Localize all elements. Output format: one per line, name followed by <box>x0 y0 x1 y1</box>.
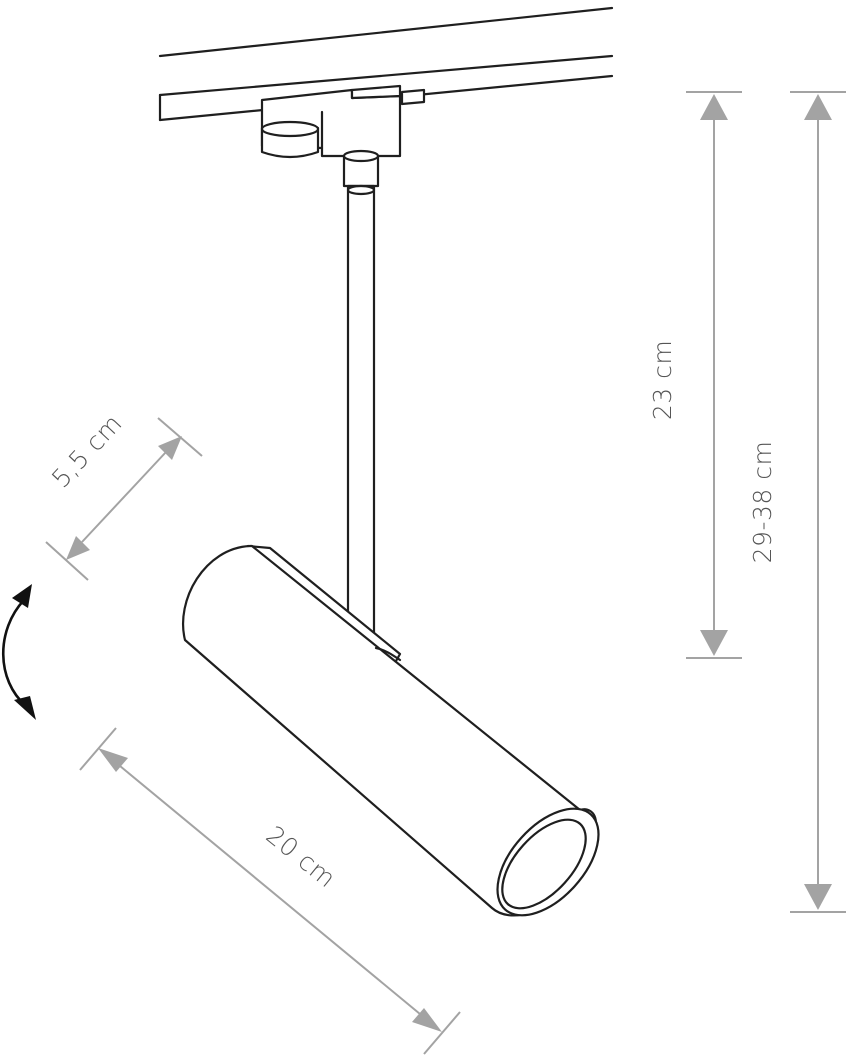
rotation-arrow-top <box>12 584 32 608</box>
dim-len-label: 20 cm <box>261 820 342 893</box>
dim-len-tick-top <box>79 727 117 771</box>
dim-dia-label: 5,5 cm <box>46 409 128 494</box>
dim-dia-arrow-bottom <box>66 536 90 560</box>
rail-front-top-edge <box>158 54 614 97</box>
dim-len-arrow-top <box>98 748 128 772</box>
dim-len-tick-bottom <box>423 1011 461 1055</box>
dim-total-arrow-top <box>804 94 832 120</box>
dimension-stem-height: 23 cm <box>648 91 742 659</box>
dim-len-arrow-bottom <box>412 1008 442 1032</box>
dimension-diameter: 5,5 cm <box>45 409 203 581</box>
track-adapter <box>260 84 426 188</box>
stem-rod-top <box>346 184 376 196</box>
dim-dia-tick-bottom <box>45 541 89 581</box>
stem <box>346 184 376 652</box>
dim-dia-line <box>81 451 167 543</box>
dim-total-arrow-bottom <box>804 884 832 910</box>
adapter-knob-top <box>260 120 320 138</box>
dim-len-line <box>119 765 421 1015</box>
stem-seat <box>374 646 402 662</box>
rotation-arrow-bottom <box>14 696 36 720</box>
adapter-side-clip <box>400 88 426 106</box>
dim-23-label: 23 cm <box>648 340 677 420</box>
curved-double-arrow-icon <box>1 584 36 720</box>
lamp-body <box>182 544 600 917</box>
rotation-arc <box>1 599 27 707</box>
lamp-front-lens <box>501 818 587 910</box>
stem-rod <box>346 184 376 652</box>
dim-23-arrow-bottom <box>700 630 728 656</box>
dim-total-label: 29-38 cm <box>748 441 777 564</box>
dim-23-arrow-top <box>700 94 728 120</box>
rail-top-edge <box>158 6 614 58</box>
stem-collar-top <box>342 149 380 163</box>
adapter-top-lug <box>350 84 402 100</box>
dim-dia-arrow-top <box>158 436 182 460</box>
dimension-total-height: 29-38 cm <box>748 91 846 913</box>
